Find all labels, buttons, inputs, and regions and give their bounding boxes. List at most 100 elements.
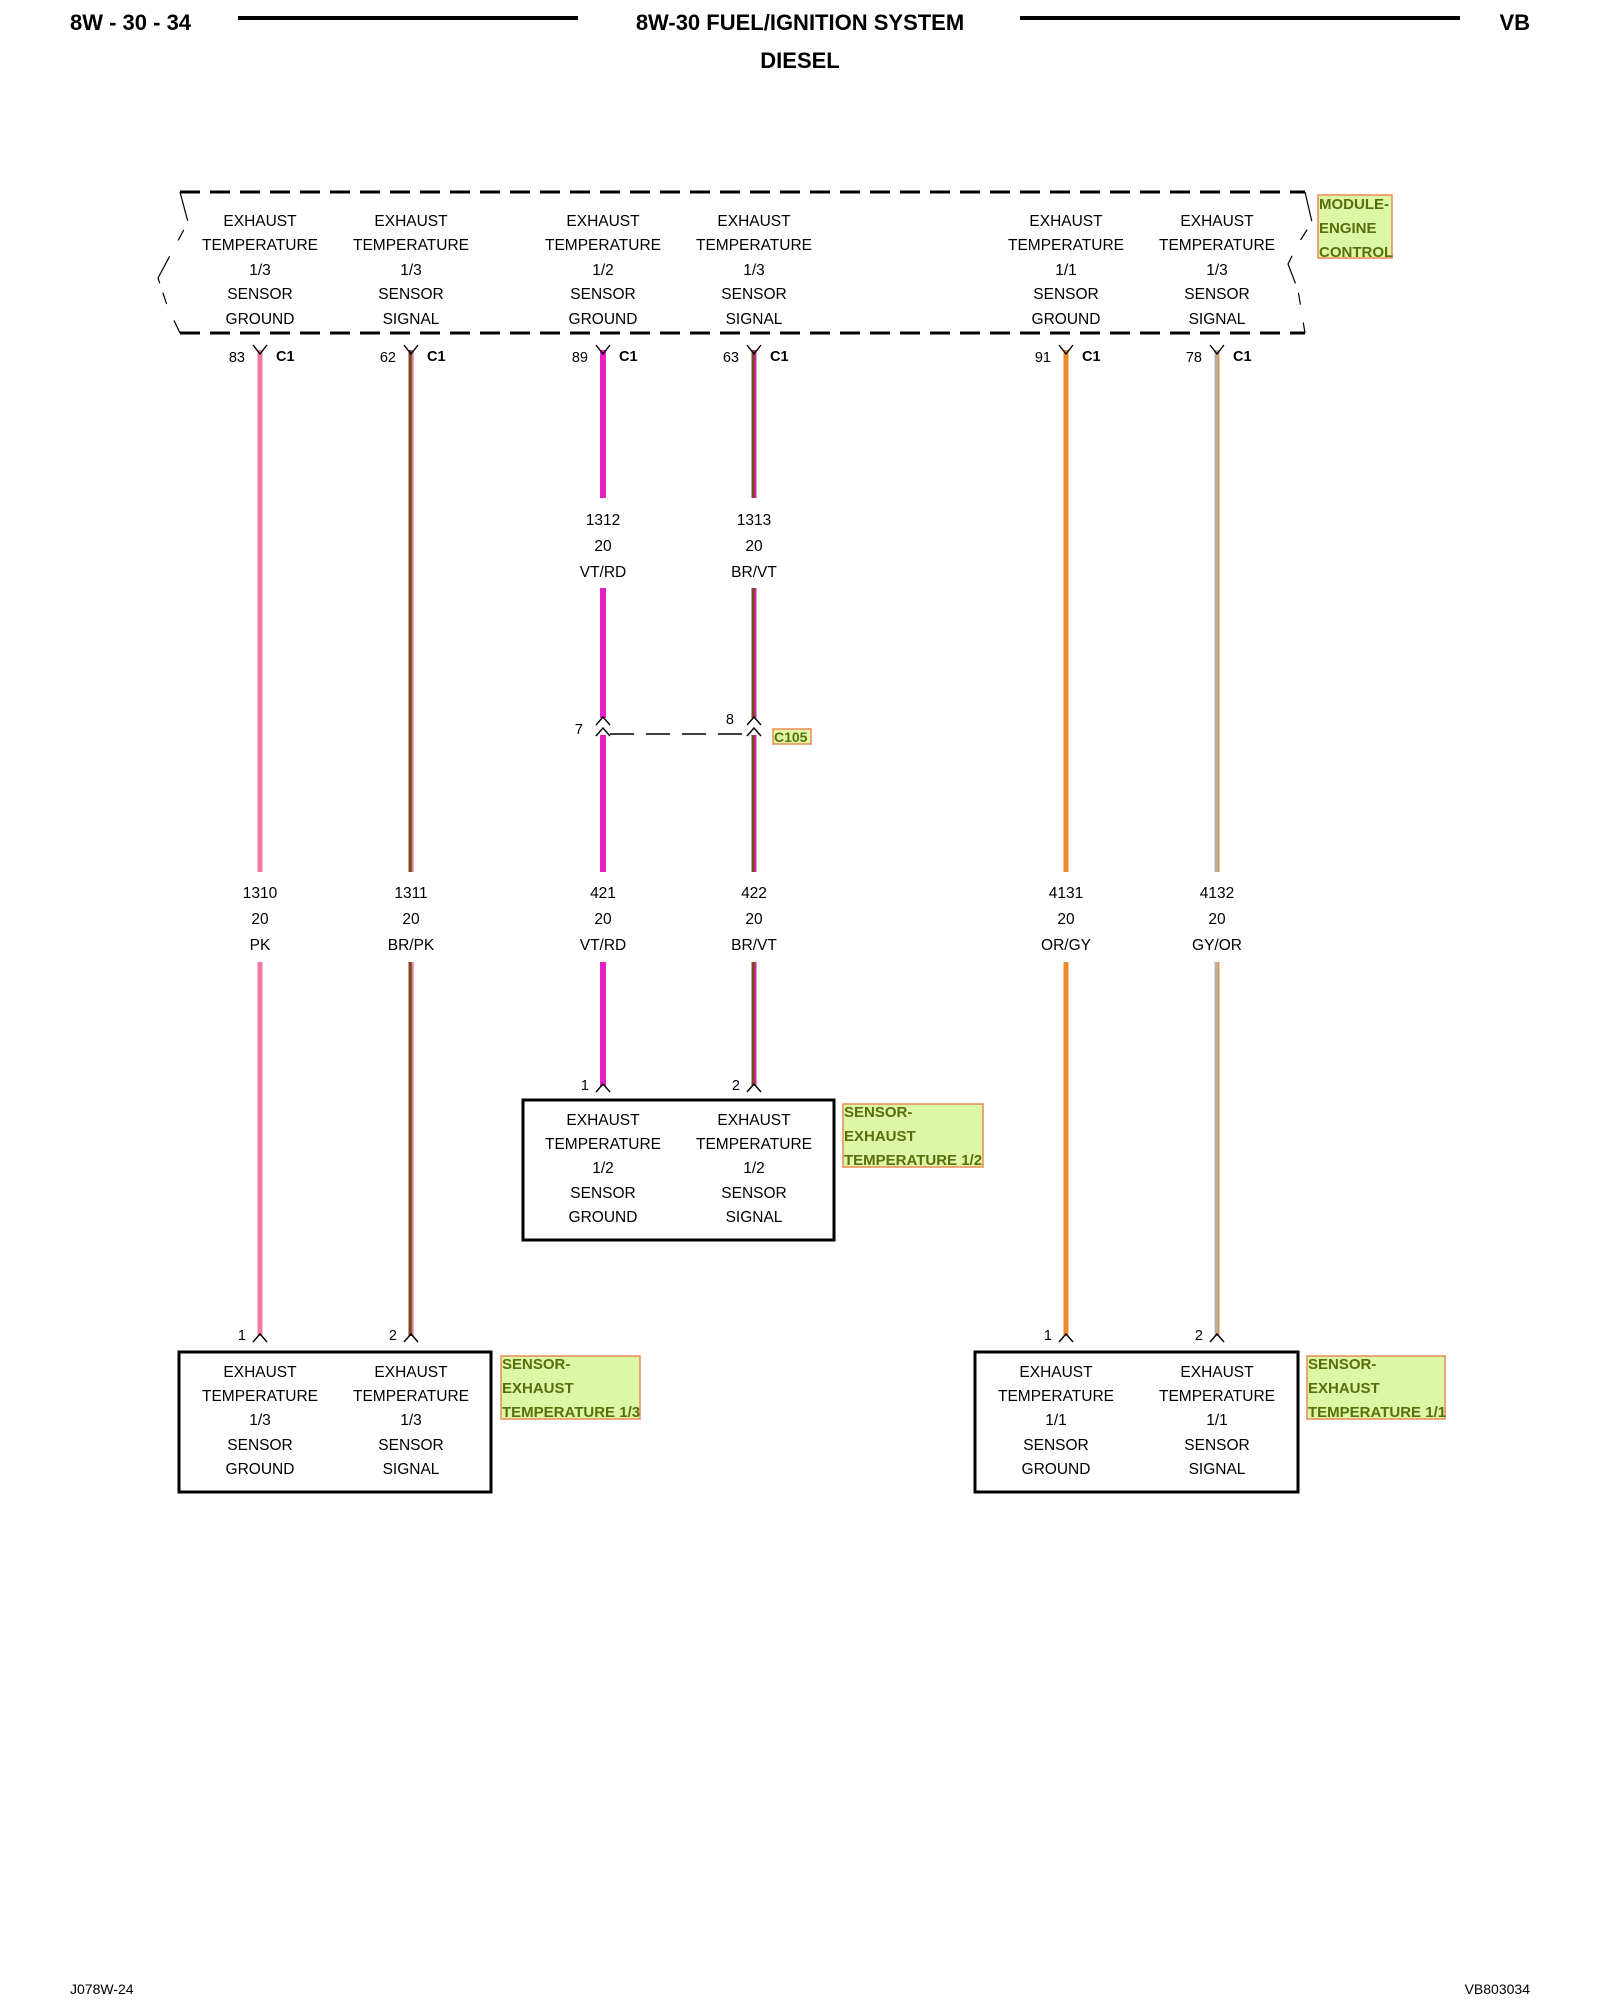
page-title: 8W-30 FUEL/IGNITION SYSTEM <box>636 10 964 35</box>
wire-4131-color: OR/GY <box>1041 937 1091 954</box>
sensor-1-2-pin-number-2: 2 <box>732 1078 740 1094</box>
wire-1313-color: BR/VT <box>731 564 777 581</box>
wire-1310-circuit: 1310 <box>243 885 278 902</box>
wire-421-color: VT/RD <box>580 937 627 954</box>
sensor-1-3-pin-1-line-5: GROUND <box>226 1461 295 1478</box>
module-pin-5-line-4: SENSOR <box>1033 286 1098 303</box>
wires <box>257 350 1220 1336</box>
module-pin-2-line-2: TEMPERATURE <box>353 237 469 254</box>
module-name-tag-box <box>1317 194 1393 259</box>
module-pin-chevron-6 <box>1209 344 1225 356</box>
sensor-1-3-box <box>177 1350 493 1494</box>
wire-1312-color: VT/RD <box>580 564 627 581</box>
module-name-line-3: CONTROL <box>1319 244 1393 261</box>
sensor-1-3-pin-1-line-1: EXHAUST <box>223 1364 297 1381</box>
module-pin-3-line-3: 1/2 <box>592 262 614 279</box>
module-pin-4-line-5: SIGNAL <box>726 311 783 328</box>
sensor-1-2-pin-number-1: 1 <box>581 1078 589 1094</box>
sensor-1-1-pin-1-line-2: TEMPERATURE <box>998 1388 1114 1405</box>
wire-421-gauge: 20 <box>594 911 612 928</box>
module-pin-5-line-2: TEMPERATURE <box>1008 237 1124 254</box>
wire-1313-gauge: 20 <box>745 538 763 555</box>
module-pin-4-line-4: SENSOR <box>721 286 786 303</box>
sensor-1-3-pin-2-chevron <box>403 1332 419 1343</box>
wire-421-circuit: 421 <box>590 885 616 902</box>
module-pin-chevron-5 <box>1058 344 1074 356</box>
module-connector-label-3: C1 <box>619 349 638 365</box>
module-pin-label-6: EXHAUST TEMPERATURE 1/3 SENSOR SIGNAL <box>1159 213 1275 328</box>
wire-4131-gauge: 20 <box>1057 911 1075 928</box>
sensor-1-2-pin-1-line-4: SENSOR <box>570 1185 635 1202</box>
module-pin-2-line-1: EXHAUST <box>374 213 448 230</box>
wire-4131-circuit: 4131 <box>1049 885 1083 902</box>
module-pin-chevron-1 <box>252 344 268 356</box>
c105-pin-number-7: 7 <box>575 722 583 738</box>
c105-pin-8-upper-chevron <box>746 715 762 726</box>
sensor-1-3-name-line-1: SENSOR- <box>502 1356 570 1373</box>
sensor-1-3-pin-1-line-2: TEMPERATURE <box>202 1388 318 1405</box>
module-pin-chevron-2 <box>403 344 419 356</box>
sensor-1-1-pin-2-chevron <box>1209 1332 1225 1343</box>
sensor-1-1-pin-1-chevron <box>1058 1332 1074 1343</box>
module-connector-label-4: C1 <box>770 349 789 365</box>
sensor-1-2-pin-2-line-1: EXHAUST <box>717 1112 791 1129</box>
wire-1311-circuit: 1311 <box>394 885 427 902</box>
module-pin-label-5: EXHAUST TEMPERATURE 1/1 SENSOR GROUND <box>1008 213 1124 328</box>
sensor-1-1-pin-2-line-2: TEMPERATURE <box>1159 1388 1275 1405</box>
sensor-1-2-name-line-3: TEMPERATURE 1/2 <box>844 1152 982 1169</box>
module-pin-number-2: 62 <box>380 350 396 366</box>
sensor-1-2-pin-1-line-2: TEMPERATURE <box>545 1136 661 1153</box>
sensor-1-3-pin-2-line-1: EXHAUST <box>374 1364 448 1381</box>
module-pin-number-1: 83 <box>229 350 245 366</box>
module-pin-label-3: EXHAUST TEMPERATURE 1/2 SENSOR GROUND <box>545 213 661 328</box>
module-pin-chevrons <box>252 344 1225 356</box>
sensor-1-2-pin-2-line-4: SENSOR <box>721 1185 786 1202</box>
sensor-1-3-pin-1-chevron <box>252 1332 268 1343</box>
sensor-1-1-name-line-3: TEMPERATURE 1/1 <box>1308 1404 1446 1421</box>
sensor-1-3-pin-number-1: 1 <box>238 1328 246 1344</box>
sensor-1-1-name-tag-box <box>1306 1355 1446 1420</box>
module-pin-number-4: 63 <box>723 350 739 366</box>
sensor-1-1-pin-1-line-1: EXHAUST <box>1019 1364 1093 1381</box>
inline-connector-c105[interactable]: 7 8 C105 <box>575 712 812 745</box>
sensor-1-1-pin-1-line-4: SENSOR <box>1023 1437 1088 1454</box>
sensor-1-3-pin-2-line-5: SIGNAL <box>383 1461 440 1478</box>
module-pin-5-line-1: EXHAUST <box>1029 213 1103 230</box>
wire-1312-circuit: 1312 <box>586 512 620 529</box>
sensor-1-2-pin-1-line-1: EXHAUST <box>566 1112 640 1129</box>
wire-1310-color: PK <box>250 937 271 954</box>
module-connector-label-1: C1 <box>276 349 295 365</box>
sensor-1-2-name-tag-box <box>842 1103 984 1168</box>
module-pin-3-line-1: EXHAUST <box>566 213 640 230</box>
module-pin-label-2: EXHAUST TEMPERATURE 1/3 SENSOR SIGNAL <box>353 213 469 328</box>
module-engine-control[interactable]: EXHAUST TEMPERATURE 1/3 SENSOR GROUND EX… <box>157 190 1313 335</box>
sensor-1-1-pin-number-1: 1 <box>1044 1328 1052 1344</box>
sensor-1-2-pin-1-line-5: GROUND <box>569 1209 638 1226</box>
footer-right-code: VB803034 <box>1465 1981 1531 1997</box>
wire-4132-circuit: 4132 <box>1200 885 1234 902</box>
module-pin-1-line-5: GROUND <box>226 311 295 328</box>
sensor-exhaust-temperature-1-3[interactable]: 1 2 EXHAUST TEMPERATURE 1/3 SENSOR GROUN… <box>177 1328 641 1494</box>
module-pin-4-line-3: 1/3 <box>743 262 765 279</box>
module-pin-label-4: EXHAUST TEMPERATURE 1/3 SENSOR SIGNAL <box>696 213 812 328</box>
module-pin-6-line-1: EXHAUST <box>1180 213 1254 230</box>
module-connector-label-6: C1 <box>1233 349 1252 365</box>
c105-pin-7-lower-chevron <box>595 726 611 737</box>
module-pin-6-line-4: SENSOR <box>1184 286 1249 303</box>
sensor-1-2-pin-2-line-5: SIGNAL <box>726 1209 783 1226</box>
sensor-1-1-name-line-1: SENSOR- <box>1308 1356 1376 1373</box>
module-connector-label-5: C1 <box>1082 349 1101 365</box>
upper-wire-labels: 1312 20 VT/RD 1313 20 BR/VT <box>580 512 778 581</box>
module-pin-4-line-1: EXHAUST <box>717 213 791 230</box>
sensor-1-3-pin-1-line-4: SENSOR <box>227 1437 292 1454</box>
module-name-tag[interactable]: MODULE- ENGINE CONTROL <box>1317 194 1393 261</box>
module-name-line-2: ENGINE <box>1319 220 1377 237</box>
sensor-1-2-name-line-2: EXHAUST <box>844 1128 916 1145</box>
sensor-exhaust-temperature-1-2[interactable]: 1 2 EXHAUST TEMPERATURE 1/2 SENSOR GROUN… <box>521 1078 984 1242</box>
sensor-1-3-name-line-2: EXHAUST <box>502 1380 574 1397</box>
page-header: 8W - 30 - 34 8W-30 FUEL/IGNITION SYSTEM … <box>70 10 1530 73</box>
wire-1311-gauge: 20 <box>402 911 420 928</box>
sensor-exhaust-temperature-1-1[interactable]: 1 2 EXHAUST TEMPERATURE 1/1 SENSOR GROUN… <box>973 1328 1446 1494</box>
sensor-1-1-pin-1-line-3: 1/1 <box>1045 1412 1067 1429</box>
